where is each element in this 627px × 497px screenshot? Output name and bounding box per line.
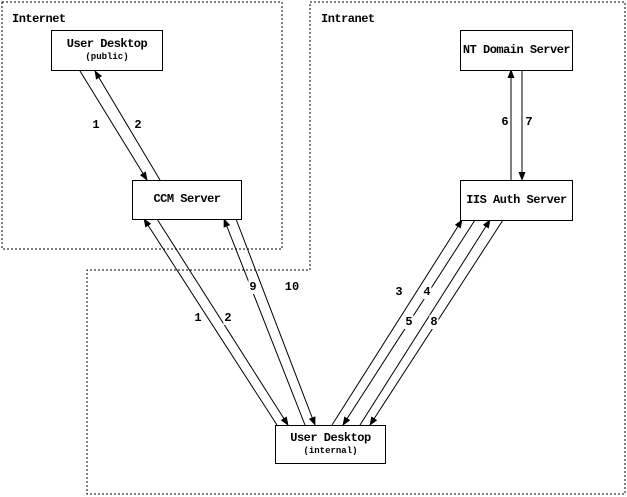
arrow-1-internal-desktop-to-ccm	[143, 218, 278, 426]
node-title: CCM Server	[153, 192, 221, 207]
node-user-desktop-public: User Desktop (public)	[51, 30, 163, 71]
flow-label-10: 10	[283, 280, 301, 294]
flow-label-2-mid: 2	[223, 311, 233, 325]
arrow-1-public-desktop-to-ccm	[79, 70, 148, 181]
flow-label-1-top: 1	[91, 118, 101, 132]
flow-label-1-mid: 1	[193, 311, 203, 325]
arrow-3-internal-desktop-to-iis	[331, 219, 463, 426]
node-ccm-server: CCM Server	[132, 180, 242, 220]
intranet-zone-label: Intranet	[321, 12, 375, 26]
flow-label-6: 6	[500, 115, 510, 129]
flow-label-3: 3	[394, 285, 404, 299]
node-title: IIS Auth Server	[466, 192, 567, 207]
flow-label-5: 5	[404, 315, 414, 329]
node-subtitle: (internal)	[303, 446, 358, 457]
internet-zone-label: Internet	[12, 12, 66, 26]
node-user-desktop-internal: User Desktop (internal)	[275, 425, 386, 464]
node-nt-domain-server: NT Domain Server	[460, 30, 573, 71]
arrow-5-internal-desktop-to-iis	[359, 219, 491, 426]
node-title: User Desktop	[66, 37, 148, 52]
node-subtitle: (public)	[85, 52, 129, 63]
flow-label-2-top: 2	[133, 118, 143, 132]
arrow-10-ccm-to-internal-desktop	[235, 218, 316, 426]
arrow-2-ccm-to-public-desktop	[94, 70, 161, 181]
flow-label-7: 7	[524, 115, 534, 129]
internet-zone-outline	[1, 1, 283, 250]
flow-label-4: 4	[422, 285, 432, 299]
node-title: User Desktop	[290, 431, 371, 446]
node-title: NT Domain Server	[462, 42, 571, 57]
arrow-2-ccm-to-internal-desktop	[156, 218, 289, 426]
node-iis-auth-server: IIS Auth Server	[460, 180, 573, 221]
flow-label-8: 8	[429, 315, 439, 329]
arrow-9-internal-desktop-to-ccm	[223, 218, 306, 426]
intranet-zone-outline	[86, 1, 626, 495]
flow-label-9: 9	[248, 280, 258, 294]
